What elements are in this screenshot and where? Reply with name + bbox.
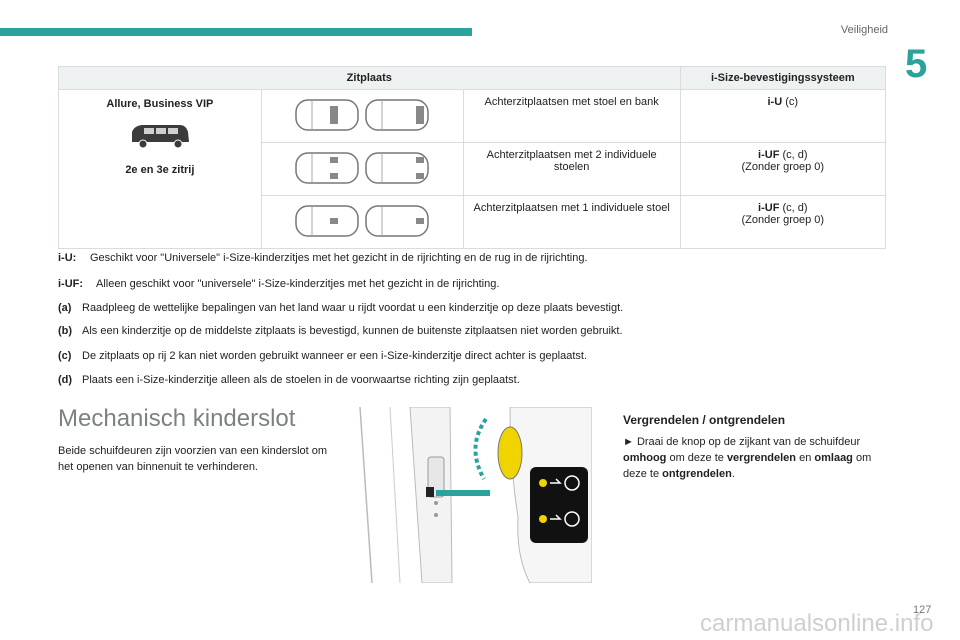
table-row: Achterzitplaatsen met 1 individuele stoe…: [59, 195, 887, 249]
table-header: Zitplaats i-Size-bevestigingssysteem: [58, 66, 887, 90]
section-intro: Beide schuifdeuren zijn voorzien van een…: [58, 445, 328, 473]
vehicle-cell: Allure, Business VIP 2e en 3e zitrij: [58, 89, 262, 249]
footnote-text: De zitplaats op rij 2 kan niet worden ge…: [82, 350, 588, 362]
van-icon: [131, 125, 189, 149]
row-desc: Achterzitplaatsen met stoel en bank: [462, 89, 681, 143]
footnote-iu: i-U: Geschikt voor "Universele" i-Size-ki…: [58, 252, 588, 264]
footnote-c: (c) De zitplaats op rij 2 kan niet worden…: [58, 350, 587, 362]
system-notes: (c, d): [779, 202, 808, 214]
footnote-a: (a) Raadpleeg de wettelijke bepalingen va…: [58, 302, 623, 314]
vehicle-rows: 2e en 3e zitrij: [125, 164, 195, 176]
footnote-key: (b): [58, 325, 73, 337]
footnote-key: i-UF:: [58, 278, 84, 290]
footnote-key: (c): [58, 350, 72, 362]
instruction-text: .: [731, 468, 735, 480]
instruction-emphasis: omlaag: [814, 452, 853, 464]
diagram-cell: [260, 195, 464, 249]
child-lock-illustration: [340, 407, 592, 583]
section-title: Veiligheid: [840, 24, 888, 36]
two-seat-diagram-icon: [295, 152, 359, 184]
lock-instruction: ► Draai de knop op de zijkant van de sch…: [623, 434, 893, 482]
vehicle-name: Allure, Business VIP: [106, 98, 214, 110]
footnote-b: (b) Als een kinderzitje op de middelste z…: [58, 325, 623, 337]
column-header-seat: Zitplaats: [58, 66, 681, 90]
footnote-text: Raadpleeg de wettelijke bepalingen van h…: [82, 302, 624, 314]
footnote-text: Geschikt voor "Universele" i-Size-kinder…: [90, 252, 588, 264]
footnote-key: (a): [58, 302, 72, 314]
system-code: i-UF: [758, 149, 780, 161]
column-header-system: i-Size-bevestigingssysteem: [679, 66, 887, 90]
single-seat-diagram-icon: [295, 205, 359, 237]
lock-heading: Vergrendelen / ontgrendelen: [623, 413, 786, 427]
instruction-text: om deze te: [623, 452, 872, 480]
row-system: i-UF (c, d) (Zonder groep 0): [679, 195, 887, 249]
page-number: 127: [913, 604, 932, 616]
system-notes: (c): [782, 96, 799, 108]
instruction-emphasis: vergrendelen: [726, 452, 797, 464]
watermark: carmanualsonline.info: [700, 610, 934, 637]
system-limitation: (Zonder groep 0): [741, 161, 825, 173]
header-accent-bar: [0, 28, 472, 36]
footnote-text: Als een kinderzitje op de middelste zitp…: [82, 325, 623, 337]
bench-seat-diagram-icon: [295, 99, 359, 131]
row-system: i-UF (c, d) (Zonder groep 0): [679, 142, 887, 196]
two-seat-diagram-icon: [365, 152, 429, 184]
row-desc: Achterzitplaatsen met 2 individuele stoe…: [462, 142, 681, 196]
row-desc: Achterzitplaatsen met 1 individuele stoe…: [462, 195, 681, 249]
footnote-key: (d): [58, 374, 73, 386]
system-code: i-UF: [758, 202, 780, 214]
system-notes: (c, d): [779, 149, 808, 161]
table-row: Allure, Business VIP 2e en 3e zitrij: [58, 89, 887, 249]
footnote-d: (d) Plaats een i-Size-kinderzitje alleen …: [58, 374, 520, 386]
footnote-text: Plaats een i-Size-kinderzitje alleen als…: [82, 374, 520, 386]
bench-seat-diagram-icon: [365, 99, 429, 131]
instruction-emphasis: omhoog: [623, 452, 667, 464]
footnote-key: i-U:: [58, 252, 77, 264]
footnote-iuf: i-UF: Alleen geschikt voor "universele" i…: [58, 278, 499, 290]
footnote-text: Alleen geschikt voor "universele" i-Size…: [96, 278, 500, 290]
diagram-cell: [260, 89, 464, 143]
chapter-number: 5: [905, 42, 928, 86]
instruction-text: en: [796, 452, 815, 464]
diagram-cell: [260, 142, 464, 196]
instruction-emphasis: ontgrendelen: [662, 468, 732, 480]
single-seat-diagram-icon: [365, 205, 429, 237]
instruction-text: om deze te: [666, 452, 727, 464]
table-row: Achterzitplaatsen met 2 individuele stoe…: [59, 142, 887, 196]
isize-table: Zitplaats i-Size-bevestigingssysteem All…: [58, 66, 887, 249]
row-system: i-U (c): [679, 89, 887, 143]
instruction-text: ► Draai de knop op de zijkant van de sch…: [623, 436, 861, 448]
system-limitation: (Zonder groep 0): [741, 214, 825, 226]
system-code: i-U: [767, 96, 783, 108]
section-heading: Mechanisch kinderslot: [58, 405, 296, 432]
